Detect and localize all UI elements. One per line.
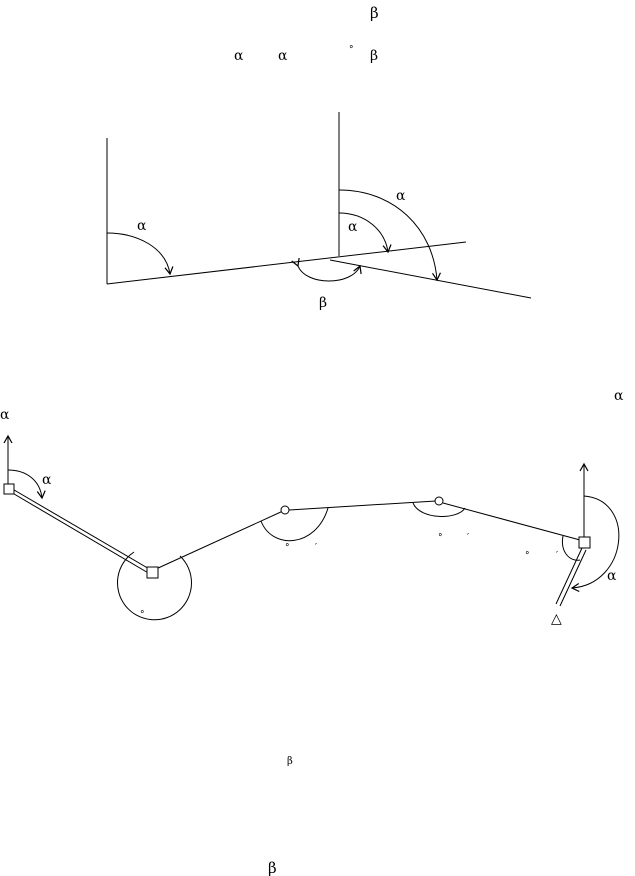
known-side-2a bbox=[555, 547, 583, 605]
angle-arc-station-5 bbox=[561, 535, 581, 561]
traverse-line-right bbox=[329, 259, 532, 299]
footer-beta-large: β bbox=[268, 859, 277, 876]
station-circle-4 bbox=[434, 496, 444, 506]
label-alpha-start: α bbox=[42, 472, 52, 488]
label-alpha-right-outer: α bbox=[396, 188, 406, 204]
traverse-leg-3 bbox=[442, 502, 581, 541]
station-4-minute: ′ bbox=[467, 533, 469, 543]
known-side-1a bbox=[8, 486, 152, 571]
figure-2: α α α ° ° ′ ° ′ ° ′ α bbox=[0, 388, 624, 627]
header-degree: ° bbox=[349, 45, 354, 55]
header-alpha-1: α bbox=[234, 48, 244, 64]
station-5-degree: ° bbox=[525, 551, 530, 561]
header-beta-2: β bbox=[370, 48, 378, 64]
header-alpha-2: α bbox=[278, 48, 288, 64]
label-alpha-left: α bbox=[137, 218, 147, 234]
known-side-1b bbox=[8, 490, 151, 575]
triangle-marker: △ bbox=[551, 611, 562, 627]
azimuth-arc-start bbox=[7, 469, 46, 500]
azimuth-arc-right-outer bbox=[338, 189, 441, 282]
label-alpha-end: α bbox=[607, 568, 617, 584]
label-alpha-top-right: α bbox=[614, 388, 624, 404]
label-alpha-right-inner: α bbox=[348, 219, 358, 235]
azimuth-arc-end bbox=[570, 495, 620, 593]
footer-beta-small: β bbox=[287, 756, 293, 767]
station-5-minute: ′ bbox=[556, 551, 558, 561]
traverse-leg-1 bbox=[155, 510, 284, 570]
station-square-end bbox=[578, 536, 591, 549]
label-alpha-top-left: α bbox=[0, 407, 10, 423]
traverse-leg-2 bbox=[288, 500, 437, 511]
station-2-degree: ° bbox=[140, 610, 145, 620]
beta-arc bbox=[291, 257, 362, 282]
angle-arc-station-4 bbox=[412, 502, 466, 517]
angle-arc-station-3 bbox=[260, 507, 329, 542]
station-4-degree: ° bbox=[438, 533, 443, 543]
known-side-2b bbox=[559, 549, 587, 607]
station-3-minute: ′ bbox=[315, 543, 317, 553]
station-3-degree: ° bbox=[285, 543, 290, 553]
label-beta: β bbox=[319, 295, 327, 311]
traverse-line-left bbox=[106, 241, 467, 285]
station-square-start bbox=[3, 483, 15, 495]
azimuth-arc-right-inner bbox=[338, 212, 392, 254]
station-circle-3 bbox=[280, 505, 290, 515]
angle-arc-station-2 bbox=[117, 551, 192, 621]
station-square-2 bbox=[146, 566, 159, 579]
figure-1: α α α β bbox=[106, 112, 532, 311]
azimuth-arc-left bbox=[106, 232, 174, 276]
header-beta: β bbox=[370, 4, 379, 22]
